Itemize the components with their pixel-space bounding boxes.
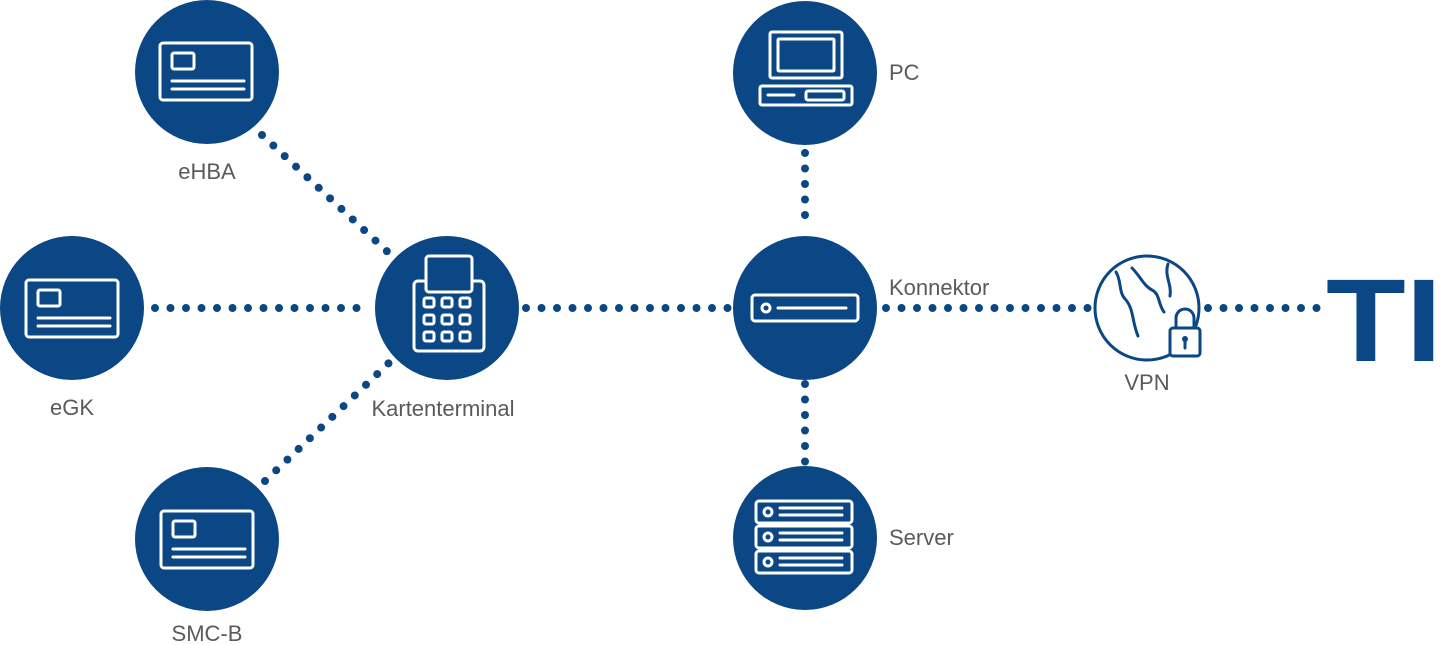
smart-card-icon bbox=[158, 41, 254, 102]
kartenterminal-label: Kartenterminal bbox=[371, 396, 514, 421]
node-egk: eGK bbox=[0, 236, 144, 420]
connector-smcb-terminal bbox=[261, 356, 396, 485]
node-vpn: VPN bbox=[1093, 254, 1202, 395]
server-rack-icon bbox=[754, 499, 854, 575]
pc-label: PC bbox=[889, 60, 920, 85]
smart-card-icon bbox=[24, 278, 120, 339]
connectors bbox=[151, 131, 1336, 485]
node-konnektor: Konnektor bbox=[733, 236, 989, 380]
connector-ehba-terminal bbox=[258, 131, 396, 260]
konnektor-label: Konnektor bbox=[889, 275, 989, 300]
globe-lock-icon bbox=[1093, 254, 1202, 362]
node-smcb: SMC-B bbox=[135, 467, 279, 645]
card-terminal-icon bbox=[412, 254, 486, 353]
node-ehba: eHBA bbox=[135, 0, 279, 184]
ehba-label: eHBA bbox=[178, 159, 236, 184]
egk-label: eGK bbox=[50, 395, 94, 420]
desktop-computer-icon bbox=[758, 30, 854, 107]
node-pc: PC bbox=[733, 1, 920, 145]
node-server: Server bbox=[733, 466, 954, 610]
smart-card-icon bbox=[159, 509, 255, 570]
vpn-label: VPN bbox=[1124, 370, 1169, 395]
ti-label: TI bbox=[1326, 255, 1442, 387]
connector-device-icon bbox=[750, 293, 860, 323]
smcb-label: SMC-B bbox=[172, 621, 243, 645]
node-kartenterminal: Kartenterminal bbox=[371, 236, 519, 421]
server-label: Server bbox=[889, 525, 954, 550]
